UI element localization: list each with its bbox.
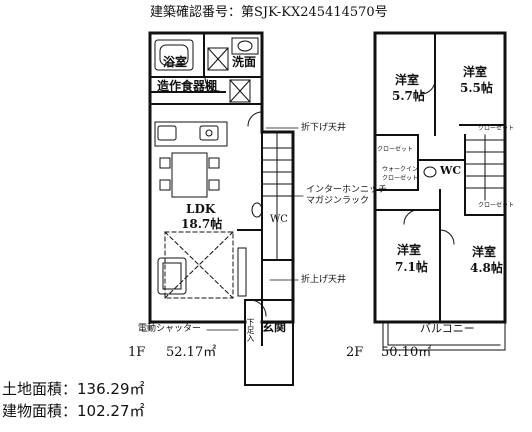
ldk-size: 18.7帖 bbox=[181, 217, 223, 231]
room-a-size: 5.7帖 bbox=[392, 89, 425, 103]
shutter-note: 電動シャッター bbox=[138, 324, 202, 334]
raised-ceiling-note: 折上げ天井 bbox=[301, 275, 347, 285]
cert-number: 建築確認番号：第SJK-KX245414570号 bbox=[150, 5, 388, 20]
floor2-label: 2F bbox=[346, 345, 364, 360]
ldk-name: LDK bbox=[186, 202, 216, 216]
floor1-area: 52.17㎡ bbox=[166, 345, 217, 360]
cupboard-label: 造作食器棚 bbox=[157, 79, 218, 93]
floor1-leaders bbox=[206, 127, 304, 331]
floor1-inner-walls bbox=[149, 32, 294, 386]
room-d-name: 洋室 bbox=[472, 245, 497, 259]
wc-label-2f: WC bbox=[440, 164, 462, 177]
floor2-fixtures bbox=[382, 79, 506, 351]
closet-label-1: クローゼット bbox=[377, 146, 414, 153]
washroom-label: 洗面 bbox=[232, 55, 257, 69]
entrance-label: 玄関 bbox=[262, 320, 287, 334]
shoe-closet-label: 下足入 bbox=[246, 318, 255, 342]
bath-label: 浴室 bbox=[163, 55, 188, 69]
floor2-inner-walls bbox=[374, 32, 506, 323]
walkin-label-2: クローゼット bbox=[382, 175, 419, 182]
lowered-ceiling-note: 折下げ天井 bbox=[301, 123, 347, 133]
room-b-name: 洋室 bbox=[463, 65, 488, 79]
closet-label-2: クローゼット bbox=[478, 125, 515, 132]
closet-label-3: クローゼット bbox=[478, 202, 515, 209]
room-c-name: 洋室 bbox=[397, 243, 422, 257]
balcony-label: バルコニー bbox=[420, 322, 475, 335]
wc-label-1f: WC bbox=[270, 214, 288, 225]
room-a-name: 洋室 bbox=[395, 73, 420, 87]
room-d-size: 4.8帖 bbox=[470, 261, 503, 275]
magazine-rack-note: マガジンラック bbox=[306, 196, 370, 206]
building-area: 建物面積：102.27㎡ bbox=[2, 402, 145, 420]
land-area: 土地面積：136.29㎡ bbox=[2, 380, 145, 398]
interphone-note: インターホンニッチ bbox=[306, 185, 388, 195]
floor1-label: 1F bbox=[128, 345, 146, 360]
walkin-label-1: ウォークイン bbox=[382, 166, 419, 173]
room-b-size: 5.5帖 bbox=[460, 81, 493, 95]
room-c-size: 7.1帖 bbox=[395, 260, 428, 274]
floor2-area: 50.10㎡ bbox=[381, 345, 432, 360]
